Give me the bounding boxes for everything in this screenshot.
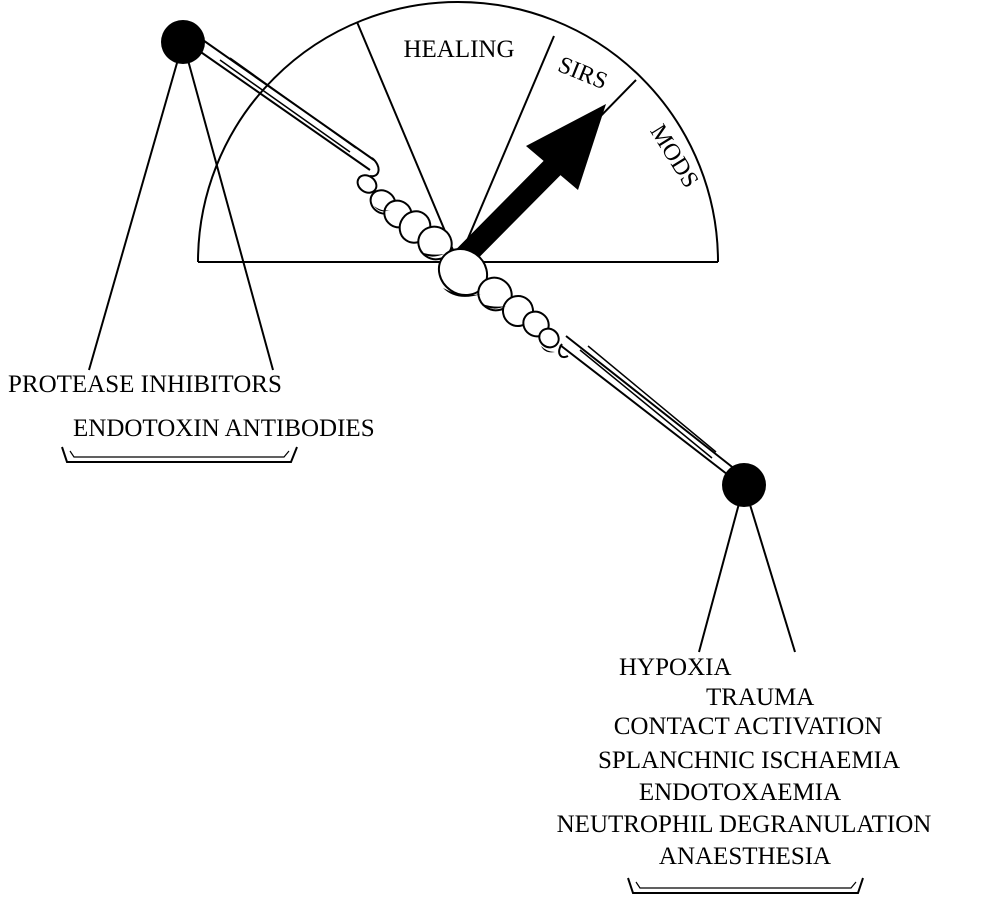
right-bracket-inner	[636, 882, 856, 888]
right-item-neutrophil-degranulation: NEUTROPHIL DEGRANULATION	[557, 810, 932, 840]
right-item-splanchnic-ischaemia: SPLANCHNIC ISCHAEMIA	[598, 746, 900, 776]
left-bracket-inner	[70, 451, 289, 457]
right-bracket	[628, 878, 863, 893]
segment-label-sirs: SIRS	[554, 52, 611, 95]
right-item-anaesthesia: ANAESTHESIA	[659, 842, 831, 872]
right-support-line-1	[699, 485, 744, 652]
right-item-trauma: TRAUMA	[706, 683, 814, 713]
left-support-line-1	[89, 42, 183, 370]
right-support-line-2	[744, 485, 795, 652]
left-bracket	[62, 447, 297, 462]
left-item-endotoxin-antibodies: ENDOTOXIN ANTIBODIES	[73, 414, 375, 444]
right-item-hypoxia: HYPOXIA	[619, 653, 732, 683]
left-item-protease-inhibitors: PROTEASE INHIBITORS	[8, 370, 282, 400]
left-weight	[89, 20, 379, 370]
left-support-line-2	[183, 42, 273, 370]
pointer-arrow	[463, 104, 606, 258]
segment-label-healing: HEALING	[403, 36, 514, 63]
right-item-contact-activation: CONTACT ACTIVATION	[614, 712, 883, 742]
right-item-endotoxaemia: ENDOTOXAEMIA	[639, 778, 841, 808]
right-weight	[559, 336, 795, 652]
